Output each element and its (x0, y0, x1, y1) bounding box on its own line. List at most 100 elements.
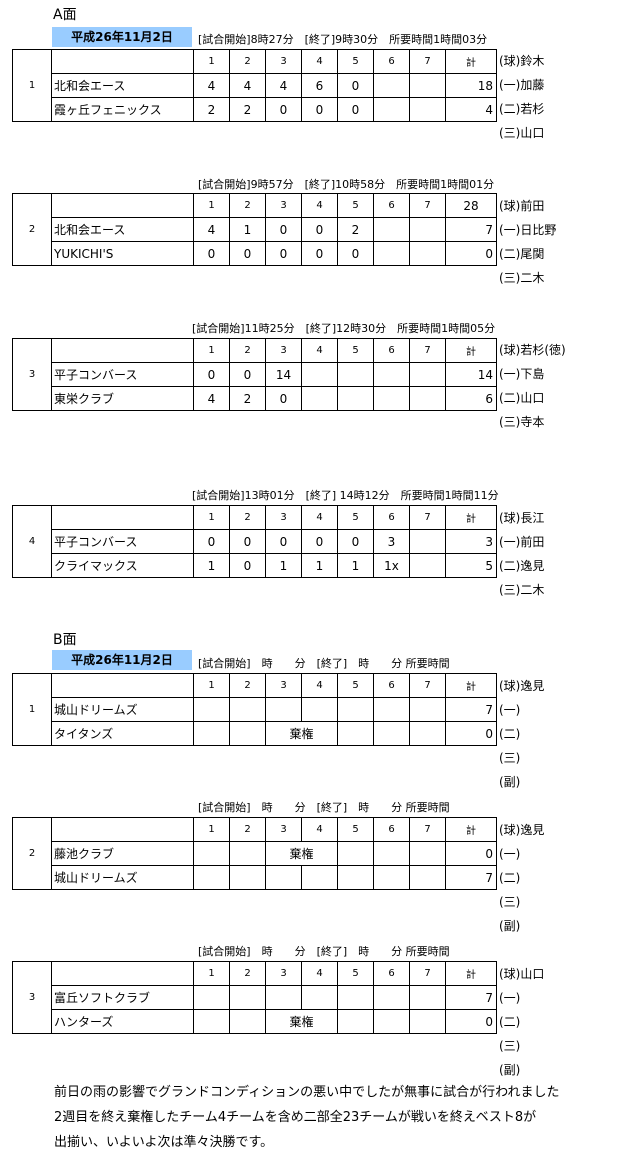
inning-label: 2 (229, 338, 266, 363)
inning-score: 0 (337, 241, 374, 266)
header-row: 2 1 2 3 4 5 6 7 28 (12, 193, 497, 266)
inning-label: 3 (265, 817, 302, 842)
umpire-list: (球)長江 (一)前田 (二)逸見 (三)二木 (499, 506, 544, 602)
inning-label: 1 (193, 193, 230, 218)
team-name: 平子コンバース (51, 529, 194, 554)
inning-score: 0 (301, 97, 338, 122)
team-header (51, 817, 194, 842)
inning-score: 1x (373, 553, 410, 578)
total-score: 0 (445, 841, 497, 866)
game-info: [試合開始] 時 分 [終了] 時 分 所要時間 (198, 801, 450, 814)
inning-label: 6 (373, 817, 410, 842)
inning-score (229, 721, 266, 746)
inning-score: 2 (193, 97, 230, 122)
inning-score: 0 (229, 241, 266, 266)
inning-score: 0 (265, 217, 302, 242)
inning-score (193, 985, 230, 1010)
inning-score: 0 (301, 217, 338, 242)
inning-label: 7 (409, 505, 446, 530)
scoreboard-a3: 3 1 2 3 4 5 6 7 計 平子コンバース 0 0 14 14 東栄クラ… (12, 338, 497, 411)
inning-score: 0 (193, 529, 230, 554)
inning-label: 2 (229, 673, 266, 698)
total-score: 0 (445, 721, 497, 746)
inning-score (373, 865, 410, 890)
game-number: 3 (12, 338, 52, 411)
total-score: 7 (445, 697, 497, 722)
inning-score: 0 (229, 553, 266, 578)
total-score: 5 (445, 553, 497, 578)
umpire-list: (球)鈴木 (一)加藤 (二)若杉 (三)山口 (499, 49, 544, 145)
umpire-second: (二) (499, 727, 521, 741)
total-score: 7 (445, 217, 497, 242)
inning-label: 6 (373, 961, 410, 986)
team-name: 城山ドリームズ (51, 697, 194, 722)
inning-score (301, 985, 338, 1010)
inning-score (373, 1009, 410, 1034)
header-row: 4 1 2 3 4 5 6 7 計 (12, 505, 497, 578)
umpire-sub: (副) (499, 1063, 521, 1077)
game-info: [試合開始]9時57分 [終了]10時58分 所要時間1時間01分 (198, 178, 495, 191)
umpire-plate: (球)長江 (499, 511, 545, 525)
umpire-first: (一)日比野 (499, 223, 557, 237)
inning-label: 6 (373, 673, 410, 698)
umpire-first: (一) (499, 847, 521, 861)
total-label: 計 (445, 817, 497, 842)
inning-score (409, 73, 446, 98)
inning-score: 0 (265, 529, 302, 554)
inning-score: 1 (265, 553, 302, 578)
inning-score: 4 (229, 73, 266, 98)
inning-label: 7 (409, 961, 446, 986)
inning-score (229, 697, 266, 722)
inning-score: 0 (265, 241, 302, 266)
umpire-first: (一)下島 (499, 367, 545, 381)
total-score: 7 (445, 865, 497, 890)
total-label: 28 (445, 193, 497, 218)
game-info: [試合開始]13時01分 [終了] 14時12分 所要時間1時間11分 (192, 489, 499, 502)
total-score: 0 (445, 241, 497, 266)
inning-score: 2 (229, 97, 266, 122)
umpire-second: (二) (499, 871, 521, 885)
inning-score: 2 (337, 217, 374, 242)
inning-label: 3 (265, 673, 302, 698)
inning-label: 4 (301, 673, 338, 698)
inning-label: 3 (265, 505, 302, 530)
inning-label: 7 (409, 673, 446, 698)
inning-score (301, 386, 338, 411)
game-number: 2 (12, 193, 52, 266)
inning-score (373, 985, 410, 1010)
inning-label: 6 (373, 49, 410, 74)
inning-label: 2 (229, 193, 266, 218)
umpire-first: (一) (499, 991, 521, 1005)
date-box-a: 平成26年11月2日 (52, 27, 192, 47)
team-name: 北和会エース (51, 73, 194, 98)
inning-score (301, 865, 338, 890)
team-name: 霞ヶ丘フェニックス (51, 97, 194, 122)
total-label: 計 (445, 49, 497, 74)
inning-score (373, 697, 410, 722)
inning-score (409, 865, 446, 890)
team-header (51, 961, 194, 986)
inning-label: 5 (337, 961, 374, 986)
inning-score (373, 721, 410, 746)
inning-label: 1 (193, 49, 230, 74)
team-header (51, 505, 194, 530)
inning-score (301, 362, 338, 387)
umpire-third: (三)二木 (499, 583, 545, 597)
inning-score (337, 362, 374, 387)
inning-label: 5 (337, 338, 374, 363)
scoreboard-a4: 4 1 2 3 4 5 6 7 計 平子コンバース 0 0 0 0 0 3 3 … (12, 505, 497, 578)
inning-score (301, 697, 338, 722)
inning-label: 4 (301, 49, 338, 74)
game-info: [試合開始]11時25分 [終了]12時30分 所要時間1時間05分 (192, 322, 496, 335)
header-row: 1 1 2 3 4 5 6 7 計 (12, 49, 497, 122)
inning-score (265, 865, 302, 890)
scoreboard-b2: 2 1 2 3 4 5 6 7 計 藤池クラブ 棄権 0 城山ドリームズ 7 (12, 817, 497, 890)
inning-score (373, 386, 410, 411)
inning-label: 4 (301, 961, 338, 986)
face-label-a: A面 (53, 7, 77, 23)
inning-label: 2 (229, 961, 266, 986)
forfeit-mark: 棄権 (265, 841, 338, 866)
inning-label: 2 (229, 505, 266, 530)
inning-score (265, 985, 302, 1010)
inning-score: 1 (301, 553, 338, 578)
